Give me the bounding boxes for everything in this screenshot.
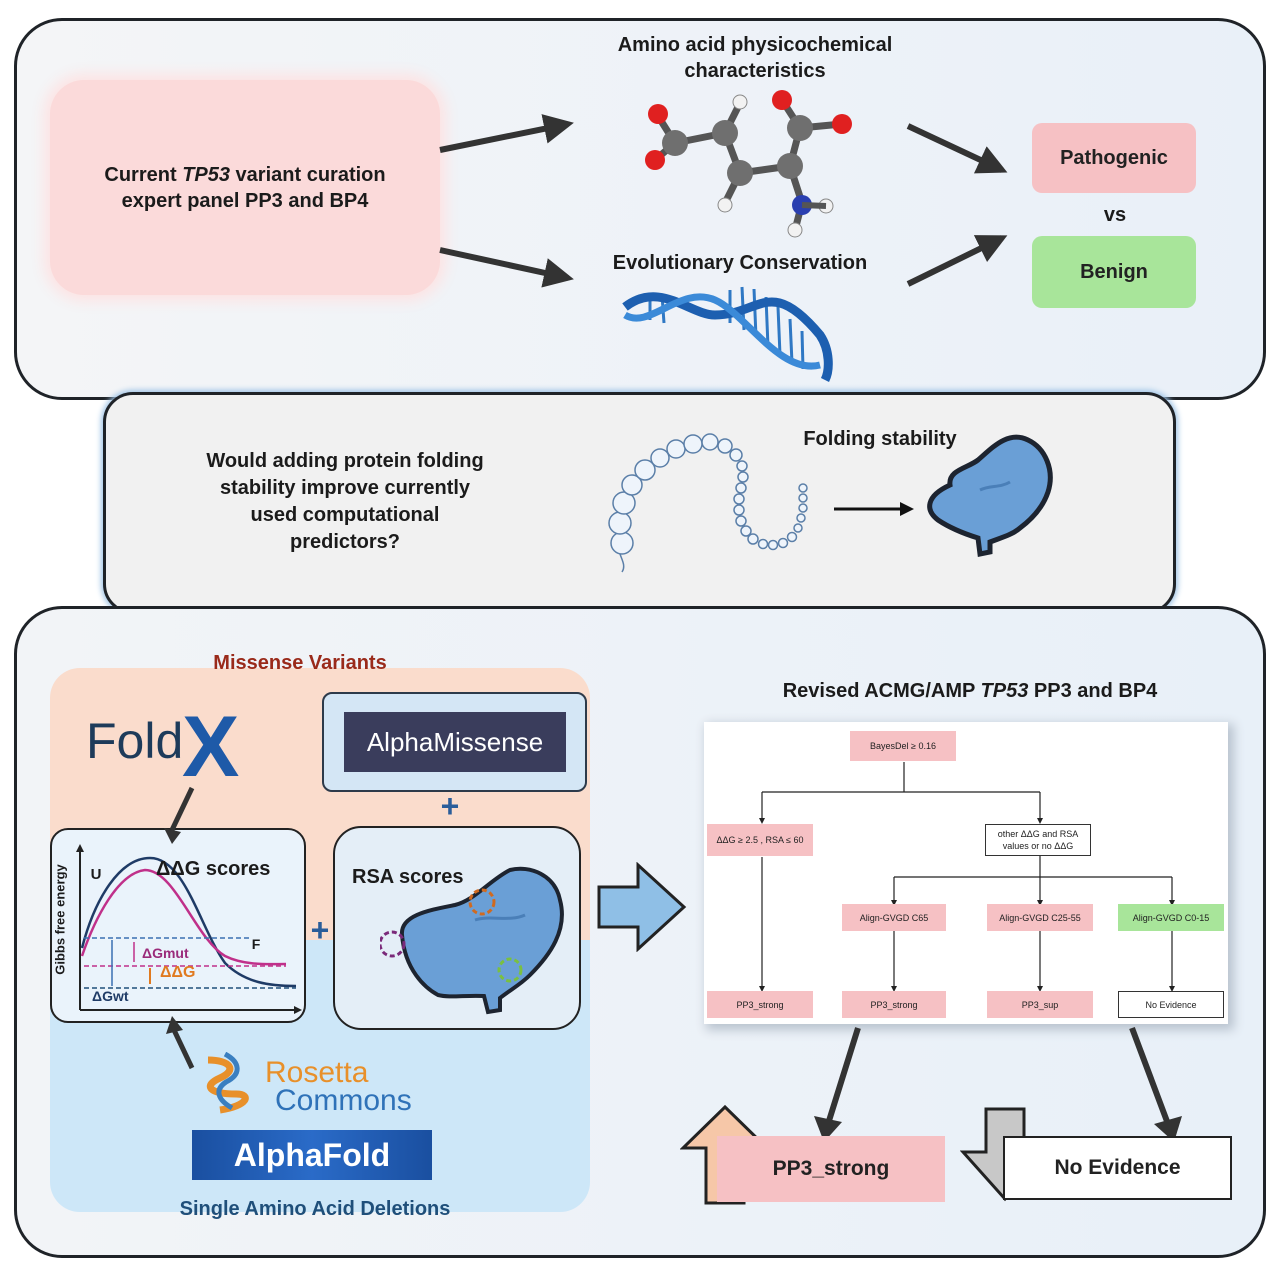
result-no-evidence: No Evidence <box>1003 1136 1232 1200</box>
pathogenic-label: Pathogenic <box>1060 146 1168 169</box>
flow-left-node: ΔΔG ≥ 2.5 , RSA ≤ 60 <box>707 824 813 856</box>
alphamissense-label: AlphaMissense <box>366 726 544 757</box>
gibbs-ylabel: Gibbs free energy <box>52 864 68 975</box>
folding-stability-title: Folding stability <box>803 428 957 450</box>
amino-acid-molecule-icon <box>645 90 852 238</box>
folding-question-text: Would adding protein folding stability i… <box>206 450 484 553</box>
vs-label: vs <box>1103 204 1127 226</box>
fold-arrow <box>834 502 914 516</box>
flow-out3-node: PP3_sup <box>987 991 1093 1018</box>
benign-label: Benign <box>1080 260 1148 283</box>
rosetta-logo-line1: Rosetta <box>265 1056 369 1089</box>
alphamissense-logo: AlphaMissense <box>344 712 566 772</box>
rsa-scores-title: RSA scores <box>352 866 464 888</box>
rosetta-logo-line2: Commons <box>275 1084 412 1117</box>
benign-box: Benign <box>1032 236 1196 308</box>
folded-protein-icon <box>927 434 1053 557</box>
amino-acid-title: Amino acid physicochemical characteristi… <box>617 34 893 82</box>
alphafold-label: AlphaFold <box>233 1136 391 1173</box>
foldx-logo: Fold X <box>86 699 266 795</box>
flow-c25-node: Align-GVGD C25-55 <box>987 904 1093 931</box>
dgmut-label: ΔGmut <box>142 945 189 961</box>
result-arrows <box>814 1026 1182 1142</box>
foldx-logo-x: X <box>182 699 240 795</box>
panel1-arrows <box>439 114 1008 288</box>
ddg-label: ΔΔG <box>160 964 196 981</box>
unfolded-chain-icon <box>608 433 808 573</box>
flow-c65-node: Align-GVGD C65 <box>842 904 946 931</box>
energy-diagram-frame <box>50 828 306 1023</box>
flow-root-node: BayesDel ≥ 0.16 <box>850 731 956 761</box>
result-pp3-strong: PP3_strong <box>717 1136 945 1202</box>
energy-diagram-chart <box>76 844 302 1014</box>
flowchart-lines <box>759 762 1175 992</box>
single-deletions-title: Single Amino Acid Deletions <box>179 1198 451 1220</box>
result-no-evidence-label: No Evidence <box>1054 1156 1181 1179</box>
flowchart-card <box>704 722 1228 1024</box>
plus-sign-top: + <box>440 788 460 824</box>
current-curation-text: Current TP53 variant curation expert pan… <box>104 163 386 212</box>
dgwt-label: ΔGwt <box>92 988 129 1004</box>
ddg-scores-title: ΔΔG scores <box>156 858 271 880</box>
flow-middle-node: other ΔΔG and RSA values or no ΔΔG <box>985 824 1091 856</box>
revised-title: Revised ACMG/AMP TP53 PP3 and BP4 <box>782 680 1158 702</box>
flow-out1-node: PP3_strong <box>707 991 813 1018</box>
evolutionary-conservation-title: Evolutionary Conservation <box>612 252 868 274</box>
dna-helix-icon <box>622 286 833 383</box>
foldx-logo-text: Fold <box>86 713 184 769</box>
flow-c0-node: Align-GVGD C0-15 <box>1118 904 1224 931</box>
flow-out2-node: PP3_strong <box>842 991 946 1018</box>
pathogenic-box: Pathogenic <box>1032 123 1196 193</box>
alphafold-logo: AlphaFold <box>192 1130 432 1180</box>
result-pp3-strong-label: PP3_strong <box>772 1157 890 1180</box>
unfolded-state-label: U <box>90 866 102 883</box>
current-curation-box: Current TP53 variant curation expert pan… <box>50 80 440 295</box>
rsa-protein-icon <box>380 866 564 1015</box>
flow-out4-node: No Evidence <box>1118 991 1224 1018</box>
big-right-arrow <box>597 862 687 952</box>
tool-arrows <box>164 786 195 1070</box>
folded-state-label: F <box>251 936 261 952</box>
rosetta-helix-icon <box>206 1052 249 1114</box>
plus-sign-middle: + <box>310 912 330 948</box>
missense-variants-title: Missense Variants <box>213 652 387 674</box>
